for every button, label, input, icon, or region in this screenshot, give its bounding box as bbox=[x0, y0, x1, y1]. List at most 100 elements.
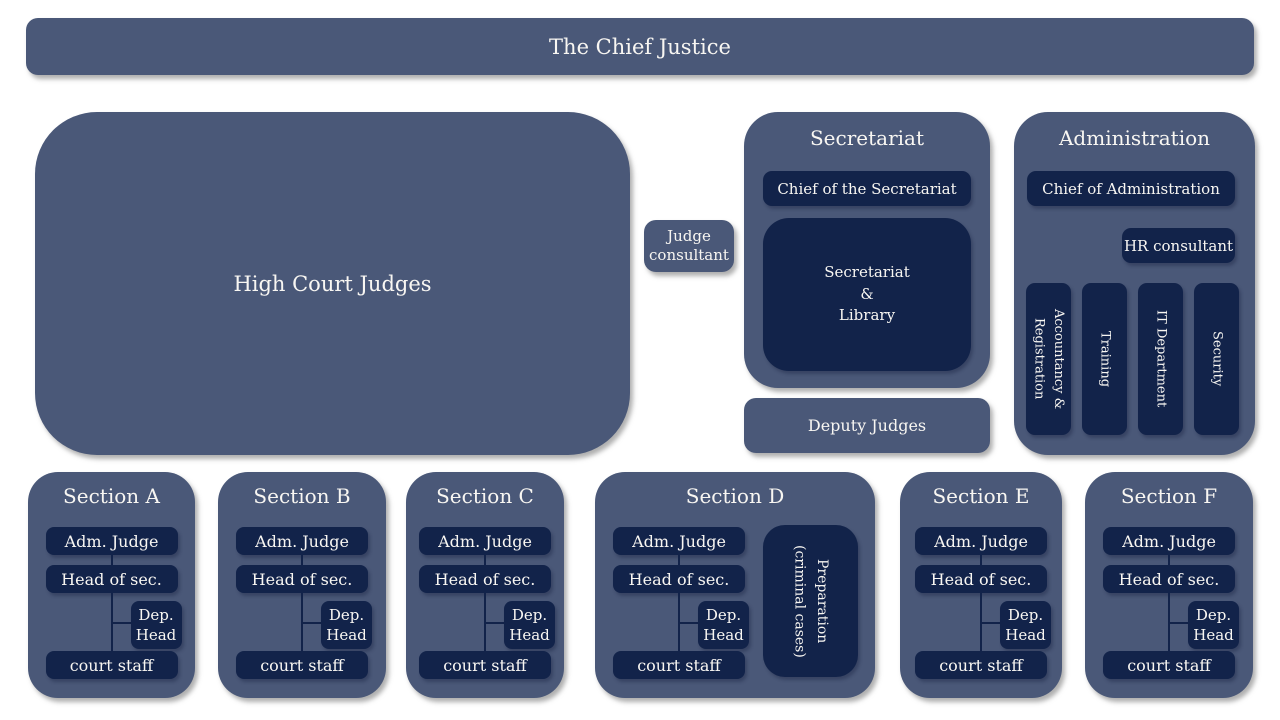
section-f-title: Section F bbox=[1120, 484, 1218, 508]
dept-training-label: Training bbox=[1097, 330, 1113, 388]
section-d-title: Section D bbox=[685, 484, 785, 508]
dep-head-node: Dep. Head bbox=[1188, 601, 1239, 649]
head-of-sec-node: Head of sec. bbox=[419, 565, 551, 593]
adm-judge-node: Adm. Judge bbox=[915, 527, 1047, 555]
dept-it-department-node: IT Department bbox=[1138, 283, 1183, 435]
dept-accountancy-registration-node: Accountancy & Registration bbox=[1026, 283, 1071, 435]
court-staff-label: court staff bbox=[1127, 655, 1211, 675]
dep-head-node: Dep. Head bbox=[130, 601, 182, 649]
dep-head-label: Dep. Head bbox=[1193, 605, 1234, 644]
head-of-sec-node: Head of sec. bbox=[1103, 565, 1235, 593]
connector-line bbox=[679, 622, 699, 624]
head-of-sec-label: Head of sec. bbox=[434, 569, 536, 589]
section-c-column: Adm. Judge Head of sec. Dep. Head court … bbox=[419, 472, 555, 698]
head-of-sec-label: Head of sec. bbox=[251, 569, 353, 589]
connector-line bbox=[1168, 555, 1170, 565]
preparation-criminal-cases-label: Preparation (criminal cases) bbox=[791, 544, 830, 658]
chief-of-administration-node: Chief of Administration bbox=[1027, 171, 1235, 206]
secretariat-library-node: Secretariat & Library bbox=[763, 218, 971, 371]
head-of-sec-node: Head of sec. bbox=[915, 565, 1047, 593]
court-staff-node: court staff bbox=[419, 651, 551, 679]
connector-line bbox=[1169, 622, 1189, 624]
head-of-sec-node: Head of sec. bbox=[613, 565, 745, 593]
section-b-column: Adm. Judge Head of sec. Dep. Head court … bbox=[236, 472, 372, 698]
section-e-group: Section E Adm. Judge Head of sec. Dep. H… bbox=[900, 472, 1062, 698]
judge-consultant-label: Judge consultant bbox=[649, 227, 729, 264]
hr-consultant-label: HR consultant bbox=[1123, 236, 1234, 255]
section-c-group: Section C Adm. Judge Head of sec. Dep. H… bbox=[406, 472, 564, 698]
chief-of-secretariat-label: Chief of the Secretariat bbox=[777, 179, 957, 198]
court-staff-node: court staff bbox=[1103, 651, 1235, 679]
section-d-column: Adm. Judge Head of sec. Dep. Head court … bbox=[613, 472, 749, 698]
high-court-judges-node: High Court Judges bbox=[35, 112, 630, 455]
connector-line bbox=[302, 622, 322, 624]
head-of-sec-label: Head of sec. bbox=[930, 569, 1032, 589]
adm-judge-node: Adm. Judge bbox=[613, 527, 745, 555]
section-a-title: Section A bbox=[63, 484, 160, 508]
adm-judge-node: Adm. Judge bbox=[236, 527, 368, 555]
dep-head-label: Dep. Head bbox=[135, 605, 177, 644]
adm-judge-node: Adm. Judge bbox=[45, 527, 178, 555]
secretariat-group: Secretariat Chief of the Secretariat Sec… bbox=[744, 112, 990, 388]
hr-consultant-node: HR consultant bbox=[1122, 228, 1235, 263]
court-staff-label: court staff bbox=[637, 655, 721, 675]
connector-line bbox=[678, 555, 680, 565]
connector-line bbox=[980, 555, 982, 565]
dept-it-department-label: IT Department bbox=[1153, 310, 1169, 408]
judge-consultant-node: Judge consultant bbox=[644, 220, 734, 272]
connector-line bbox=[110, 555, 113, 565]
court-staff-node: court staff bbox=[236, 651, 368, 679]
section-a-column: Adm. Judge Head of sec. Dep. Head court … bbox=[45, 472, 182, 698]
preparation-criminal-cases-node: Preparation (criminal cases) bbox=[763, 525, 858, 677]
chief-justice-node: The Chief Justice bbox=[26, 18, 1254, 75]
court-staff-node: court staff bbox=[45, 651, 178, 679]
secretariat-library-label: Secretariat & Library bbox=[824, 262, 910, 325]
court-staff-label: court staff bbox=[443, 655, 527, 675]
head-of-sec-node: Head of sec. bbox=[236, 565, 368, 593]
adm-judge-node: Adm. Judge bbox=[419, 527, 551, 555]
connector-line bbox=[301, 555, 303, 565]
dept-training-node: Training bbox=[1082, 283, 1127, 435]
head-of-sec-label: Head of sec. bbox=[61, 569, 162, 589]
section-a-group: Section A Adm. Judge Head of sec. Dep. H… bbox=[28, 472, 195, 698]
adm-judge-label: Adm. Judge bbox=[438, 531, 532, 551]
deputy-judges-node: Deputy Judges bbox=[744, 398, 990, 453]
chief-of-secretariat-node: Chief of the Secretariat bbox=[763, 171, 971, 206]
secretariat-title: Secretariat bbox=[809, 126, 924, 150]
court-staff-label: court staff bbox=[939, 655, 1023, 675]
section-b-group: Section B Adm. Judge Head of sec. Dep. H… bbox=[218, 472, 386, 698]
deputy-judges-label: Deputy Judges bbox=[807, 416, 927, 435]
court-staff-node: court staff bbox=[915, 651, 1047, 679]
head-of-sec-node: Head of sec. bbox=[45, 565, 178, 593]
administration-group: Administration Chief of Administration H… bbox=[1014, 112, 1255, 455]
dep-head-label: Dep. Head bbox=[509, 605, 550, 644]
connector-line bbox=[485, 622, 505, 624]
chief-of-administration-label: Chief of Administration bbox=[1042, 179, 1220, 198]
section-d-group: Section D Adm. Judge Head of sec. Dep. H… bbox=[595, 472, 875, 698]
connector-line bbox=[111, 622, 132, 624]
court-staff-label: court staff bbox=[69, 655, 154, 675]
section-b-title: Section B bbox=[253, 484, 351, 508]
adm-judge-node: Adm. Judge bbox=[1103, 527, 1235, 555]
section-e-column: Adm. Judge Head of sec. Dep. Head court … bbox=[915, 472, 1051, 698]
adm-judge-label: Adm. Judge bbox=[255, 531, 349, 551]
adm-judge-label: Adm. Judge bbox=[1122, 531, 1216, 551]
dep-head-node: Dep. Head bbox=[698, 601, 749, 649]
head-of-sec-label: Head of sec. bbox=[1118, 569, 1220, 589]
dep-head-node: Dep. Head bbox=[504, 601, 555, 649]
dept-security-label: Security bbox=[1209, 331, 1225, 387]
high-court-judges-label: High Court Judges bbox=[233, 271, 432, 296]
connector-line bbox=[484, 555, 486, 565]
dept-accountancy-registration-label: Accountancy & Registration bbox=[1031, 308, 1067, 410]
connector-line bbox=[981, 622, 1001, 624]
dept-security-node: Security bbox=[1194, 283, 1239, 435]
dep-head-label: Dep. Head bbox=[326, 605, 367, 644]
chief-justice-label: The Chief Justice bbox=[549, 34, 731, 59]
court-staff-label: court staff bbox=[260, 655, 344, 675]
adm-judge-label: Adm. Judge bbox=[632, 531, 726, 551]
section-e-title: Section E bbox=[932, 484, 1030, 508]
court-staff-node: court staff bbox=[613, 651, 745, 679]
section-c-title: Section C bbox=[436, 484, 534, 508]
adm-judge-label: Adm. Judge bbox=[934, 531, 1028, 551]
